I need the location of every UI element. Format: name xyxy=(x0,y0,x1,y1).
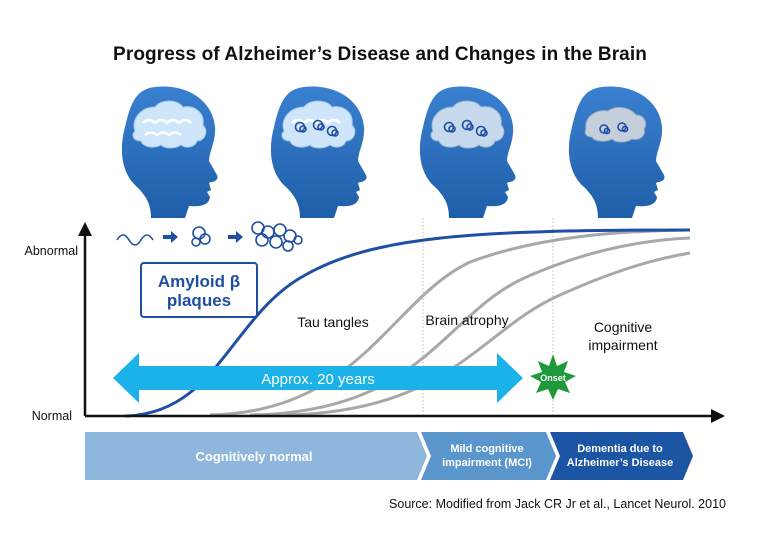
arrow-right-icon xyxy=(163,231,178,243)
stage-dementia-label-line2: Alzheimer’s Disease xyxy=(567,457,673,469)
stage-mci-label-line2: impairment (MCI) xyxy=(442,457,532,469)
tangle-icon xyxy=(443,119,488,137)
y-axis-normal-label: Normal xyxy=(32,409,72,423)
head-stage-4 xyxy=(568,86,665,218)
oligomer-icon xyxy=(191,226,211,247)
head-stage-3 xyxy=(419,86,516,218)
duration-label: Approx. 20 years xyxy=(261,371,374,388)
axes xyxy=(78,222,725,423)
amyloid-aggregation-icons xyxy=(116,221,303,252)
fibril-cluster-icon xyxy=(251,221,303,252)
tangle-icon xyxy=(294,119,339,137)
stage-mci-label-line1: Mild cognitive xyxy=(450,443,523,455)
stage-cognitively-normal-label: Cognitively normal xyxy=(195,449,312,464)
cognitive-impairment-label-line2: impairment xyxy=(588,337,657,353)
source-citation: Source: Modified from Jack CR Jr et al.,… xyxy=(389,497,726,511)
curve-cognitive-impairment xyxy=(284,251,691,417)
y-axis-abnormal-label: Abnormal xyxy=(25,244,79,258)
stage-mci xyxy=(421,432,556,480)
monomer-icon xyxy=(116,234,154,246)
curve-tau-tangles xyxy=(209,228,691,417)
duration-double-arrow xyxy=(113,353,523,403)
onset-label: Onset xyxy=(540,373,566,383)
x-axis-arrowhead xyxy=(711,409,725,423)
y-axis-arrowhead xyxy=(78,222,92,236)
amyloid-label-line1: Amyloid β xyxy=(158,272,240,291)
page-title: Progress of Alzheimer’s Disease and Chan… xyxy=(113,44,647,65)
tau-tangles-label: Tau tangles xyxy=(297,314,369,330)
tangle-icon xyxy=(599,122,629,135)
amyloid-label-line2: plaques xyxy=(167,291,231,310)
arrow-right-icon xyxy=(228,231,243,243)
head-stage-1 xyxy=(121,86,218,218)
amyloid-label-box xyxy=(140,262,258,318)
head-stage-2 xyxy=(270,86,367,218)
onset-badge xyxy=(530,354,576,400)
stage-dementia-label-line1: Dementia due to xyxy=(577,443,663,455)
cognitive-impairment-label-line1: Cognitive xyxy=(594,319,653,335)
brain-atrophy-label: Brain atrophy xyxy=(425,312,508,328)
curve-brain-atrophy xyxy=(249,236,691,417)
stage-cognitively-normal xyxy=(85,432,427,480)
stage-dementia xyxy=(550,432,693,480)
